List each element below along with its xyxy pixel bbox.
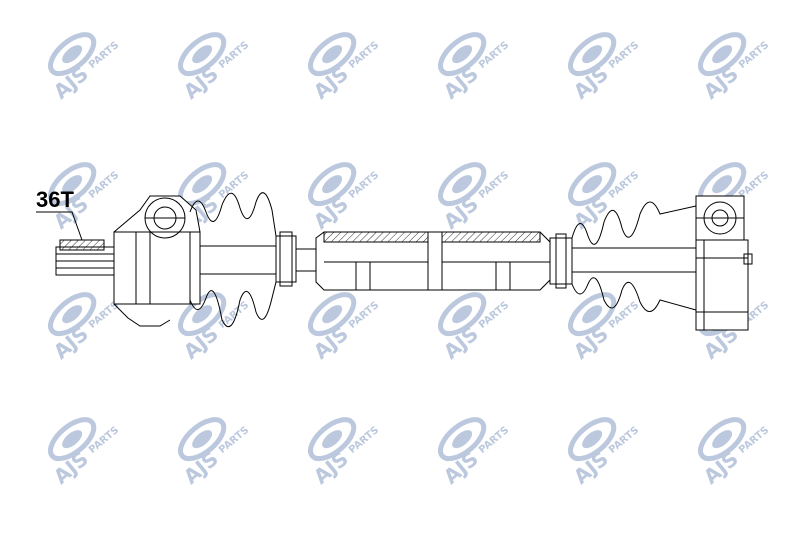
- outer-boot: [189, 192, 297, 328]
- svg-text:AJS: AJS: [49, 61, 93, 103]
- svg-text:AJS: AJS: [439, 191, 483, 233]
- svg-text:AJS: AJS: [49, 446, 93, 488]
- svg-text:AJS: AJS: [699, 61, 743, 103]
- svg-text:AJS: AJS: [569, 446, 613, 488]
- svg-text:AJS: AJS: [699, 446, 743, 488]
- svg-text:AJS: AJS: [309, 61, 353, 103]
- inner-cv-joint: [695, 195, 753, 331]
- svg-text:AJS: AJS: [439, 321, 483, 363]
- svg-text:AJS: AJS: [309, 321, 353, 363]
- svg-text:AJS: AJS: [179, 61, 223, 103]
- main-shaft: [296, 231, 551, 291]
- svg-text:AJS: AJS: [309, 191, 353, 233]
- svg-text:AJS: AJS: [439, 61, 483, 103]
- svg-text:AJS: AJS: [569, 61, 613, 103]
- spline-count-label: 36T: [36, 187, 74, 212]
- outer-stub-shaft: [55, 239, 115, 276]
- svg-text:AJS: AJS: [569, 321, 613, 363]
- svg-text:AJS: AJS: [179, 321, 223, 363]
- leader-line: [36, 211, 83, 241]
- spline-count-callout: 36T: [36, 187, 83, 241]
- outer-cv-joint: [113, 195, 201, 327]
- svg-text:AJS: AJS: [49, 321, 93, 363]
- svg-text:AJS: AJS: [309, 446, 353, 488]
- svg-text:AJS: AJS: [179, 446, 223, 488]
- svg-text:AJS: AJS: [439, 446, 483, 488]
- inner-boot: [549, 201, 697, 312]
- drive-shaft: [55, 192, 753, 331]
